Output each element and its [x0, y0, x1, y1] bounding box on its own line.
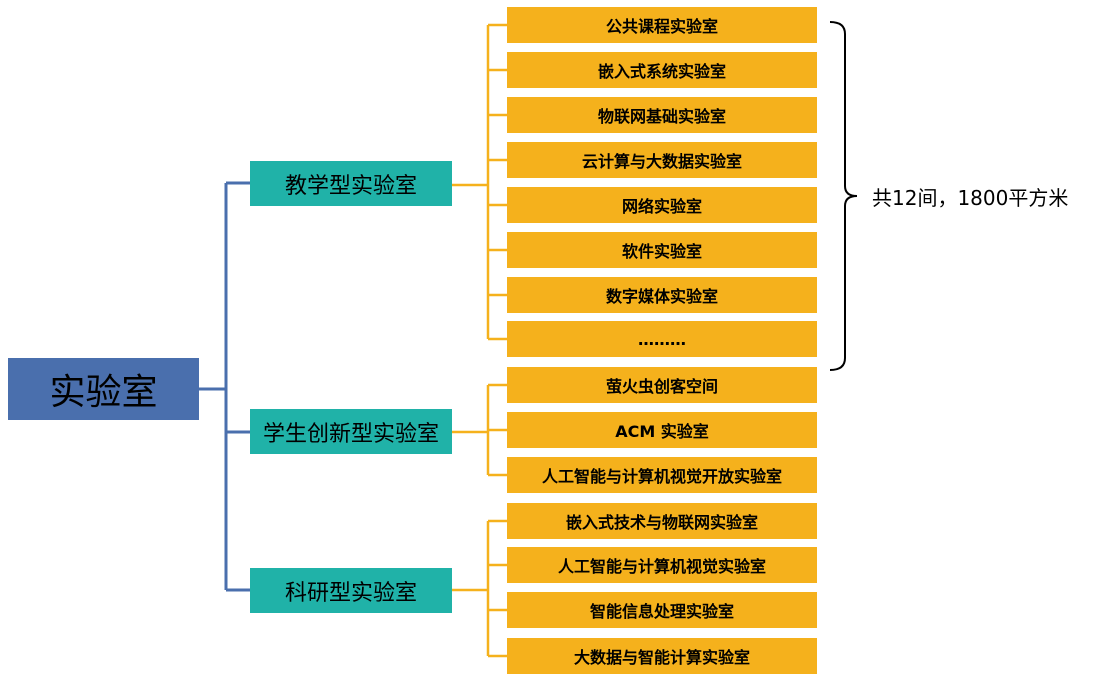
research-connectors	[452, 519, 507, 658]
leaf-bigdata-intelligent-computing-lab: 大数据与智能计算实验室	[507, 638, 817, 674]
root-node: 实验室	[8, 358, 199, 420]
category-research-lab: 科研型实验室	[250, 568, 452, 613]
leaf-intelligent-info-processing-lab: 智能信息处理实验室	[507, 592, 817, 628]
innovation-connectors	[452, 383, 507, 477]
root-connectors	[199, 181, 250, 592]
brace-annotation: 共12间，1800平方米	[872, 185, 1069, 210]
leaf-public-course-lab: 公共课程实验室	[507, 7, 817, 43]
teaching-connectors	[452, 23, 507, 341]
leaf-embedded-system-lab: 嵌入式系统实验室	[507, 52, 817, 88]
leaf-ellipsis: ………	[507, 321, 817, 357]
leaf-ai-cv-open-lab: 人工智能与计算机视觉开放实验室	[507, 457, 817, 493]
category-teaching-lab: 教学型实验室	[250, 161, 452, 206]
leaf-firefly-maker-space: 萤火虫创客空间	[507, 367, 817, 403]
leaf-embedded-iot-lab: 嵌入式技术与物联网实验室	[507, 503, 817, 539]
leaf-cloud-bigdata-lab: 云计算与大数据实验室	[507, 142, 817, 178]
leaf-iot-basic-lab: 物联网基础实验室	[507, 97, 817, 133]
leaf-digital-media-lab: 数字媒体实验室	[507, 277, 817, 313]
category-student-innovation-lab: 学生创新型实验室	[250, 409, 452, 454]
leaf-software-lab: 软件实验室	[507, 232, 817, 268]
right-brace	[829, 21, 858, 371]
leaf-network-lab: 网络实验室	[507, 187, 817, 223]
leaf-acm-lab: ACM 实验室	[507, 412, 817, 448]
leaf-ai-cv-lab: 人工智能与计算机视觉实验室	[507, 547, 817, 583]
